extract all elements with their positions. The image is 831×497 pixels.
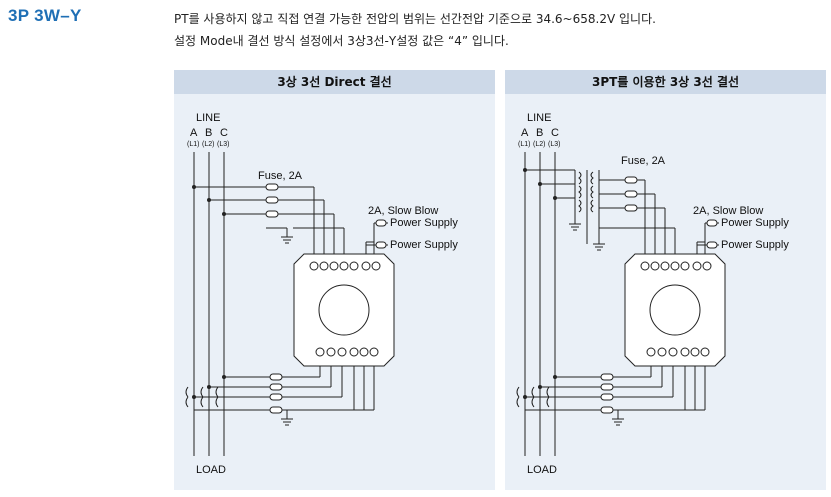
line-label: LINE [196, 112, 220, 124]
slow-blow-label: 2A, Slow Blow [368, 205, 438, 217]
description-line-2: 설정 Mode내 결선 방식 설정에서 3상3선-Y설정 값은 “4” 입니다. [174, 34, 509, 48]
load-label: LOAD [527, 464, 557, 476]
load-label: LOAD [196, 464, 226, 476]
pt-wiring-diagram: LINE A B C (L1) (L2) (L3) Fuse, 2A 2A, S… [516, 112, 789, 476]
fuse-label: Fuse, 2A [258, 170, 303, 182]
power-supply-label-2: Power Supply [390, 239, 458, 251]
power-supply-label-1: Power Supply [721, 217, 789, 229]
phase-c-sub: (L3) [548, 141, 560, 148]
phase-c-sub: (L3) [217, 141, 229, 148]
slow-blow-label: 2A, Slow Blow [693, 205, 763, 217]
phase-b-label: B [536, 127, 543, 139]
power-supply-label-1: Power Supply [390, 217, 458, 229]
phase-c-label: C [220, 127, 228, 139]
line-label: LINE [527, 112, 551, 124]
phase-a-label: A [190, 127, 198, 139]
direct-wiring-diagram: LINE A B C (L1) (L2) (L3) Fuse, 2A 2A, S… [185, 112, 458, 476]
phase-a-label: A [521, 127, 529, 139]
phase-a-sub: (L1) [187, 141, 199, 148]
phase-c-label: C [551, 127, 559, 139]
pt-wiring-panel: 3PT를 이용한 3상 3선 결선 [505, 70, 826, 490]
power-supply-label-2: Power Supply [721, 239, 789, 251]
phase-a-sub: (L1) [518, 141, 530, 148]
description-line-1: PT를 사용하지 않고 직접 연결 가능한 전압의 범위는 선간전압 기준으로 … [174, 12, 656, 26]
phase-b-label: B [205, 127, 212, 139]
fuse-label: Fuse, 2A [621, 155, 666, 167]
direct-wiring-panel: 3상 3선 Direct 결선 [174, 70, 495, 490]
section-title: 3P 3W–Y [8, 6, 82, 25]
direct-wiring-title: 3상 3선 Direct 결선 [174, 70, 495, 94]
phase-b-sub: (L2) [202, 141, 214, 148]
phase-b-sub: (L2) [533, 141, 545, 148]
pt-wiring-title: 3PT를 이용한 3상 3선 결선 [505, 70, 826, 94]
